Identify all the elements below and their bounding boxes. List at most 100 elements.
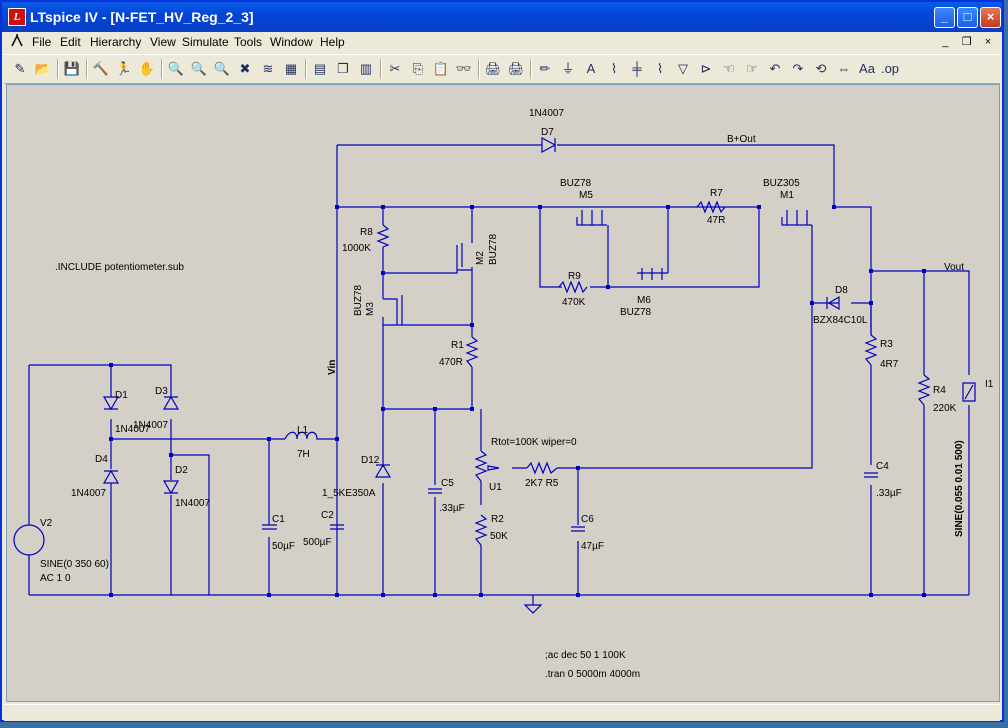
- paste-icon[interactable]: 📋: [432, 61, 450, 76]
- window-title: LTspice IV - [N-FET_HV_Reg_2_3]: [30, 9, 254, 25]
- cut-icon[interactable]: ✂: [389, 61, 401, 76]
- spice-directive-icon[interactable]: .op: [880, 61, 900, 76]
- capacitor-icon[interactable]: ╪: [632, 61, 642, 76]
- label-net-icon[interactable]: A: [586, 61, 596, 76]
- close-button[interactable]: ×: [980, 7, 1001, 28]
- toolbar: ✎ 📂 💾 🔨 🏃 ✋ 🔍 🔍 🔍 ✖ ≋ ▦ ▤ ❐ ▥ ✂ ⎘ 📋 👓 🖨 🖨 ✏ ⏚ A ⌇ ╪ ⌇ ▽ ⊳ ☜ ☞ ↶ ↷ ⟲ ⇔ Aa .op: [4, 54, 1000, 84]
- run-icon[interactable]: 🏃: [115, 61, 133, 76]
- label-vout: Vout: [944, 262, 964, 273]
- redo-icon[interactable]: ↷: [792, 61, 804, 76]
- mdi-controls: _ ❐ ×: [935, 34, 996, 49]
- inductor-icon[interactable]: ⌇: [656, 61, 664, 76]
- zoom-cancel-icon[interactable]: ✖: [239, 61, 251, 76]
- schematic-doc-icon[interactable]: [10, 34, 24, 48]
- menu-window[interactable]: Window: [270, 35, 313, 49]
- label-m1-model: BUZ305: [763, 178, 800, 189]
- label-r4-val: 220K: [933, 403, 957, 414]
- mdi-close-button[interactable]: ×: [984, 36, 992, 48]
- new-schematic-icon[interactable]: ✎: [14, 61, 26, 76]
- zoom-in-icon[interactable]: 🔍: [167, 61, 185, 76]
- label-m6-model: BUZ78: [620, 307, 652, 318]
- print-icon[interactable]: 🖨: [507, 61, 525, 76]
- label-m5-model: BUZ78: [560, 178, 592, 189]
- toolbar-separator: [305, 59, 307, 79]
- find-icon[interactable]: 👓: [455, 61, 473, 76]
- menu-simulate[interactable]: Simulate: [182, 35, 229, 49]
- label-d2: D2: [175, 465, 188, 476]
- pan-icon[interactable]: 🔍: [190, 61, 208, 76]
- halt-icon[interactable]: ✋: [138, 61, 156, 76]
- label-r7: R7: [710, 188, 723, 199]
- schematic-canvas-frame: 1N4007 D7 B+Out BUZ78 M5 R7 47R BUZ305 M…: [6, 84, 1000, 702]
- zoom-full-icon[interactable]: ▦: [284, 61, 298, 76]
- label-r8-val: 1000K: [342, 243, 371, 254]
- ltspice-app-icon[interactable]: L: [8, 8, 26, 26]
- label-r3: R3: [880, 339, 893, 350]
- menu-help[interactable]: Help: [320, 35, 345, 49]
- label-d4: D4: [95, 454, 108, 465]
- label-r4: R4: [933, 385, 946, 396]
- label-m2-model: BUZ78: [488, 233, 499, 265]
- component-icon[interactable]: ⊳: [700, 61, 712, 76]
- label-c5-val: .33µF: [439, 503, 465, 514]
- zoom-out-icon[interactable]: 🔍: [213, 61, 231, 76]
- label-m2: M2: [475, 251, 486, 265]
- spice-directive-tran[interactable]: .tran 0 5000m 4000m: [545, 669, 640, 680]
- diode-icon[interactable]: ▽: [678, 61, 688, 76]
- tile-vertical-icon[interactable]: ▥: [359, 61, 373, 76]
- label-d7: D7: [541, 127, 554, 138]
- undo-icon[interactable]: ↶: [769, 61, 781, 76]
- copy-icon[interactable]: ⎘: [412, 61, 424, 76]
- label-d8: D8: [835, 285, 848, 296]
- label-r1-val: 470R: [439, 357, 463, 368]
- menu-view[interactable]: View: [150, 35, 176, 49]
- schematic-canvas[interactable]: 1N4007 D7 B+Out BUZ78 M5 R7 47R BUZ305 M…: [7, 85, 999, 701]
- menu-file[interactable]: File: [32, 35, 52, 49]
- label-r3-val: 4R7: [880, 359, 899, 370]
- label-r2-val: 50K: [490, 531, 508, 542]
- label-vin: Vin: [327, 360, 338, 375]
- label-pot-params: Rtot=100K wiper=0: [491, 437, 577, 448]
- cascade-icon[interactable]: ❐: [337, 61, 349, 76]
- autoscale-icon[interactable]: ≋: [262, 61, 274, 76]
- open-icon[interactable]: 📂: [34, 61, 52, 76]
- resistor-icon[interactable]: ⌇: [610, 61, 618, 76]
- drag-icon[interactable]: ☞: [746, 61, 758, 76]
- label-v2-val: SINE(0 350 60): [40, 559, 109, 570]
- label-d7-model: 1N4007: [529, 108, 564, 119]
- tile-horizontal-icon[interactable]: ▤: [313, 61, 327, 76]
- minimize-button[interactable]: _: [934, 7, 955, 28]
- toolbar-separator: [86, 59, 88, 79]
- label-r9: R9: [568, 271, 581, 282]
- label-c6-val: 47µF: [581, 541, 604, 552]
- label-m1: M1: [780, 190, 794, 201]
- menu-hierarchy[interactable]: Hierarchy: [90, 35, 142, 49]
- rotate-icon[interactable]: ⟲: [815, 61, 827, 76]
- label-c2: C2: [321, 510, 334, 521]
- label-c2-val: 500µF: [303, 537, 332, 548]
- save-icon[interactable]: 💾: [63, 61, 81, 76]
- label-c4: C4: [876, 461, 889, 472]
- junctions: [109, 205, 926, 597]
- ground-icon[interactable]: ⏚: [561, 61, 575, 76]
- label-d12-model: 1_5KE350A: [322, 488, 376, 499]
- title-bar[interactable]: L LTspice IV - [N-FET_HV_Reg_2_3] _ □ ×: [2, 2, 1002, 32]
- draw-wire-icon[interactable]: ✏: [539, 61, 551, 76]
- maximize-button[interactable]: □: [957, 7, 978, 28]
- label-c4-val: .33µF: [876, 488, 902, 499]
- text-icon[interactable]: Aa: [859, 61, 875, 76]
- label-l1: L1: [297, 425, 309, 436]
- control-panel-icon[interactable]: 🔨: [92, 61, 110, 76]
- move-icon[interactable]: ☜: [723, 61, 735, 76]
- mdi-minimize-button[interactable]: _: [942, 36, 949, 48]
- label-r1: R1: [451, 340, 464, 351]
- mdi-restore-button[interactable]: ❐: [961, 36, 972, 48]
- menu-edit[interactable]: Edit: [60, 35, 81, 49]
- mirror-icon[interactable]: ⇔: [837, 61, 851, 76]
- menu-tools[interactable]: Tools: [234, 35, 263, 49]
- label-r2: R2: [491, 514, 504, 525]
- print-setup-icon[interactable]: 🖨: [484, 61, 502, 76]
- spice-directive-ac[interactable]: ;ac dec 50 1 100K: [545, 650, 626, 661]
- components: [13, 136, 976, 614]
